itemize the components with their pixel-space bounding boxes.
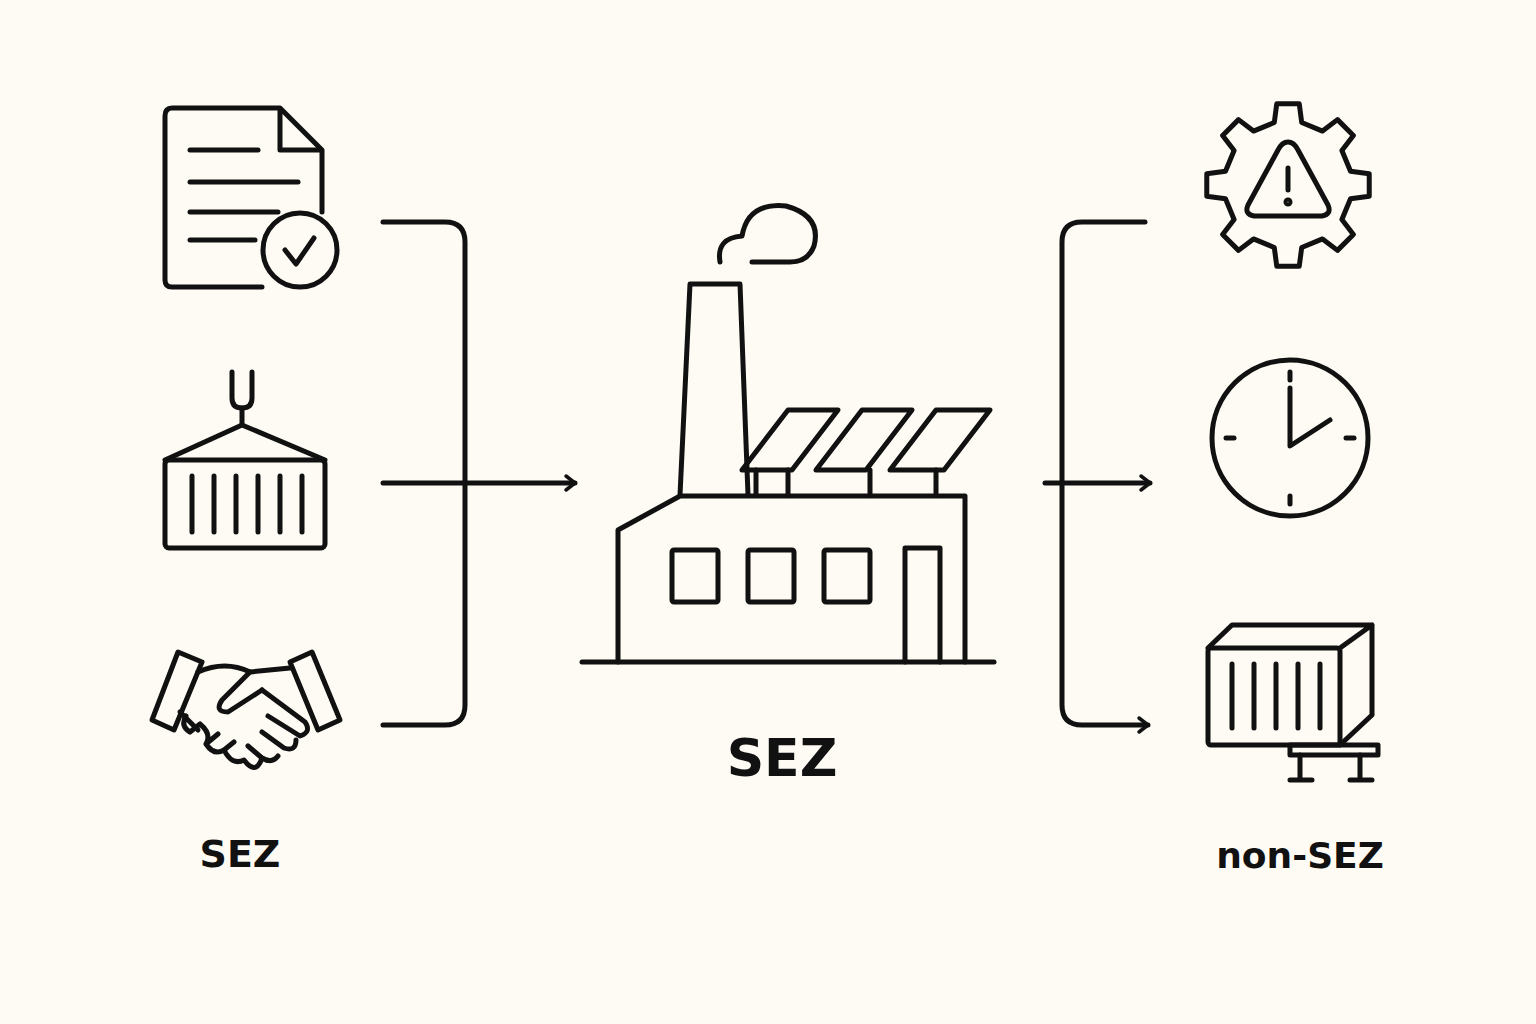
handshake-hand	[180, 712, 198, 730]
factory-window	[824, 550, 870, 602]
ground-line	[582, 660, 994, 665]
container-rib	[1274, 664, 1279, 728]
panel-leg	[934, 470, 939, 494]
check-mark	[285, 238, 314, 264]
factory-building	[618, 496, 965, 662]
handshake-hand	[262, 690, 308, 736]
factory-chimney	[680, 284, 748, 495]
zone-label: SEZ	[120, 834, 360, 876]
bracket	[383, 222, 465, 725]
clock-hands	[1290, 388, 1330, 446]
icon-group: non-SEZ	[1150, 100, 1400, 890]
panel-leg	[754, 470, 759, 494]
container-side	[1208, 625, 1372, 745]
document-line	[190, 148, 258, 153]
document-fold	[280, 110, 320, 150]
flow-arrow	[1045, 481, 1150, 486]
crane-hook	[240, 408, 245, 425]
document-line	[190, 210, 278, 215]
document-line	[190, 180, 298, 185]
warning-triangle	[1247, 142, 1329, 216]
warning-dot	[1286, 200, 1290, 204]
container-icon	[165, 460, 325, 548]
solar-panel	[890, 410, 990, 470]
flow-arrow	[383, 481, 575, 486]
crane-hook	[232, 372, 252, 408]
panel-leg	[868, 470, 873, 494]
container-rib	[190, 476, 195, 532]
gear-icon	[1207, 104, 1369, 266]
smoke-cloud	[719, 206, 815, 262]
factory-node: SEZ	[575, 190, 1045, 810]
handshake-fingers	[184, 716, 262, 768]
container-rib	[212, 476, 217, 532]
handshake-hand	[219, 672, 262, 712]
factory-window	[672, 550, 718, 602]
platform	[1290, 745, 1378, 755]
document-icon	[165, 108, 322, 287]
bracket	[1062, 222, 1148, 725]
container-rib	[234, 476, 239, 532]
zone-label: non-SEZ	[1180, 836, 1420, 876]
container-rib	[1252, 664, 1257, 728]
crane-rope	[165, 425, 325, 460]
platform-leg	[1290, 755, 1372, 780]
factory-door	[905, 548, 940, 662]
clock-tick	[1226, 436, 1234, 441]
clock-icon	[1212, 360, 1368, 516]
container-rib	[1296, 664, 1301, 728]
container-rib	[256, 476, 261, 532]
clock-tick	[1288, 372, 1293, 380]
icon-group: SEZ	[140, 100, 383, 880]
container-rib	[1230, 664, 1235, 728]
container-icon	[1208, 648, 1340, 745]
clock-tick	[1346, 436, 1354, 441]
handshake-finger	[262, 732, 296, 749]
handshake-cuff	[152, 652, 202, 730]
check-badge	[263, 213, 337, 287]
zone-label: SEZ	[662, 730, 902, 787]
container-rib	[278, 476, 283, 532]
factory-window	[748, 550, 794, 602]
clock-tick	[1288, 496, 1293, 504]
container-rib	[300, 476, 305, 532]
handshake-hand	[198, 666, 290, 672]
panel-leg	[786, 470, 791, 494]
container-rib	[1318, 664, 1323, 728]
document-line	[190, 238, 255, 243]
warning-mark	[1286, 168, 1291, 190]
